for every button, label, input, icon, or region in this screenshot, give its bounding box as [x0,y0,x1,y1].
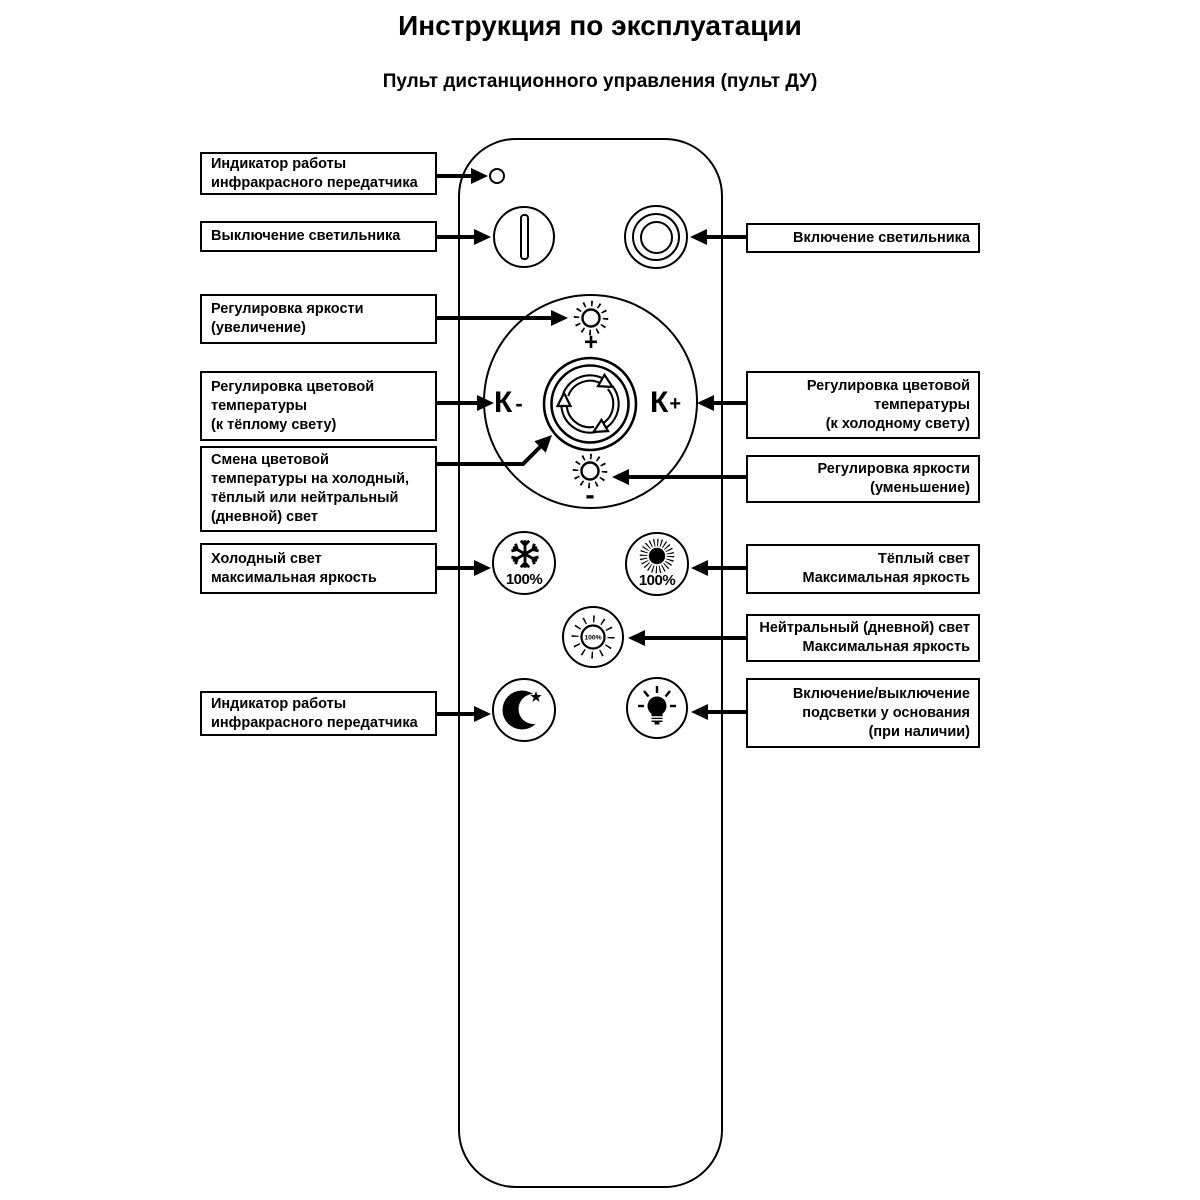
sun-outline-icon-brightness-down [572,453,608,489]
callout-neutral-max-text: Нейтральный (дневной) свет Максимальная … [759,620,970,655]
sun-outline-icon-brightness-up [573,300,609,336]
callout-brightness-down-text: Регулировка яркости (уменьшение) [817,461,970,496]
arrowhead-power-off [474,229,491,245]
power-on-button [624,205,688,269]
callout-color-temp-cold-text: Регулировка цветовой температуры (к холо… [806,377,970,432]
plus-sign: + [583,329,598,356]
callout-brightness-down: Регулировка яркости (уменьшение) [746,455,980,503]
concentric-inner-circle [639,220,673,254]
k-cold-letter: К [650,386,669,419]
callout-color-temp-warm-text: Регулировка цветовой температуры (к тёпл… [211,378,375,433]
arrow-brightness-down [629,475,746,479]
k-warm-letter: К [494,386,513,419]
callout-cold-max-text: Холодный свет максимальная яркость [211,550,377,586]
callout-base-backlight-text: Включение/выключение подсветки у основан… [792,685,970,740]
neutral-percent-label: 100% [584,634,601,641]
callout-power-off-text: Выключение светильника [211,228,401,244]
cold-percent-label: 100% [505,571,543,588]
arrow-ir-indicator-top [437,174,471,178]
arrowhead-neutral-max [628,630,645,646]
arrow-brightness-up [437,316,551,320]
callout-brightness-up-text: Регулировка яркости (увеличение) [211,301,364,336]
concentric-middle-circle [632,213,680,261]
arrow-power-on [707,235,746,239]
sun-outline-percent-icon: 100% [571,615,615,659]
callout-color-temp-warm: Регулировка цветовой температуры (к тёпл… [200,371,437,441]
arrowhead-base-backlight [691,704,708,720]
sun-filled-icon [639,538,675,574]
snowflake-icon [511,539,539,569]
arrow-color-temp-cycle [437,435,552,466]
arrow-color-temp-warm [437,401,477,405]
neutral-max-button: 100% [562,606,624,668]
callout-ir-indicator-bottom: Индикатор работы инфракрасного передатчи… [200,691,437,736]
power-off-bar-icon [519,214,529,260]
arrowhead-ir-indicator-bottom [474,706,491,722]
arrowhead-cold-max [474,560,491,576]
arrow-neutral-max [645,636,746,640]
power-off-button [493,206,555,268]
callout-power-off: Выключение светильника [200,221,437,252]
night-mode-button [492,678,556,742]
warm-percent-label: 100% [638,572,676,589]
k-minus-label: К - [494,386,523,419]
ir-indicator-led [489,168,505,184]
callout-warm-max: Тёплый свет Максимальная яркость [746,544,980,594]
arrow-base-backlight [708,710,746,714]
base-backlight-button [626,677,688,739]
k-cold-sign: + [669,393,681,415]
warm-max-button: 100% [625,532,689,596]
page-subtitle: Пульт дистанционного управления (пульт Д… [382,71,818,92]
callout-power-on: Включение светильника [746,223,980,253]
callout-ir-indicator-top-text: Индикатор работы инфракрасного передатчи… [211,155,418,191]
arrow-warm-max [708,566,746,570]
callout-power-on-text: Включение светильника [793,229,970,246]
callout-cold-max: Холодный свет максимальная яркость [200,543,437,594]
arrowhead-warm-max [691,560,708,576]
arrow-color-temp-cold [714,401,746,405]
k-plus-label: К + [650,386,681,419]
minus-sign: - [585,479,595,510]
arrowhead-brightness-down [612,469,629,485]
arrow-power-off [437,235,474,239]
arrowhead-power-on [690,229,707,245]
callout-color-temp-cycle-text: Смена цветовой температуры на холодный, … [211,452,410,525]
arrow-cold-max [437,566,474,570]
arrow-ir-indicator-bottom [437,712,474,716]
moon-star-icon [502,690,548,730]
callout-ir-indicator-top: Индикатор работы инфракрасного передатчи… [200,152,437,195]
arrowhead-brightness-up [551,310,568,326]
callout-neutral-max: Нейтральный (дневной) свет Максимальная … [746,614,980,662]
cycle-arrows-icon [542,356,638,452]
arrowhead-color-temp-cold [697,395,714,411]
cold-max-button: 100% [492,531,556,595]
callout-ir-indicator-bottom-text: Индикатор работы инфракрасного передатчи… [211,695,418,731]
callout-color-temp-cold: Регулировка цветовой температуры (к холо… [746,371,980,439]
callout-warm-max-text: Тёплый свет Максимальная яркость [802,551,970,586]
callout-brightness-up: Регулировка яркости (увеличение) [200,294,437,344]
callout-color-temp-cycle: Смена цветовой температуры на холодный, … [200,446,437,532]
k-warm-sign: - [515,391,523,416]
callout-base-backlight: Включение/выключение подсветки у основан… [746,678,980,748]
page-title: Инструкция по эксплуатации [398,10,802,41]
arrowhead-color-temp-warm [477,395,494,411]
arrowhead-ir-indicator-top [471,168,488,184]
bulb-icon [638,686,676,725]
